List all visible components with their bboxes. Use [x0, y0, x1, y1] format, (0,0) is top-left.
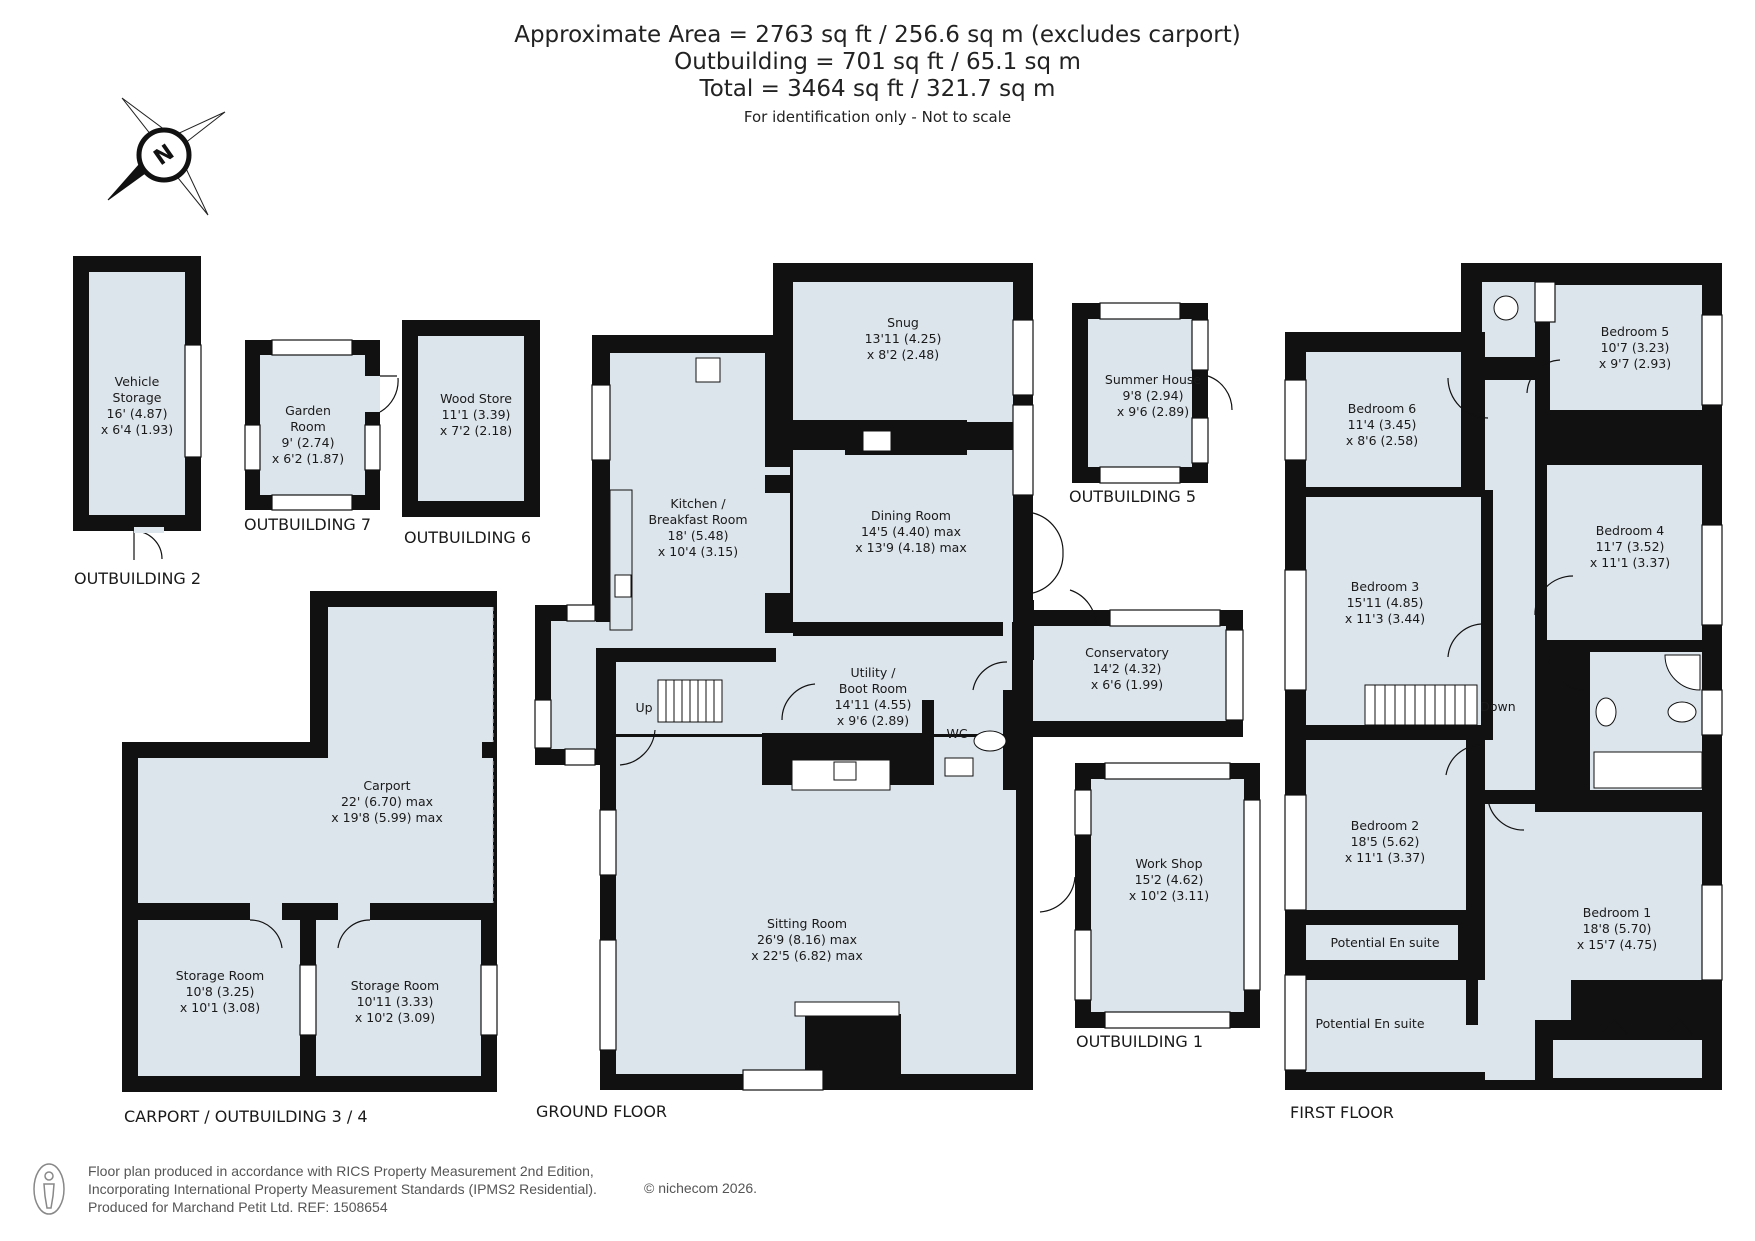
- person-logo-icon: [33, 1163, 65, 1215]
- caption-outbuilding-7: OUTBUILDING 7: [244, 515, 371, 534]
- footer-credits: Floor plan produced in accordance with R…: [88, 1162, 597, 1216]
- footer-line-2: Incorporating International Property Mea…: [88, 1181, 597, 1197]
- compass-rose: N: [107, 97, 226, 216]
- disclaimer-text: For identification only - Not to scale: [743, 108, 1012, 126]
- caption-outbuilding-6: OUTBUILDING 6: [404, 528, 531, 547]
- area-total-text: Total = 3464 sq ft / 321.7 sq m: [699, 76, 1056, 102]
- ground-floor-staircase: [657, 679, 723, 723]
- first-floor-staircase: [1364, 684, 1478, 726]
- stairs-down-label: Down: [1480, 699, 1515, 714]
- area-outbuilding-text: Outbuilding = 701 sq ft / 65.1 sq m: [674, 49, 1081, 75]
- footer-copyright: © nichecom 2026.: [644, 1180, 758, 1196]
- footer-line-1: Floor plan produced in accordance with R…: [88, 1163, 594, 1179]
- caption-carport-outbuilding-3-4: CARPORT / OUTBUILDING 3 / 4: [124, 1107, 368, 1126]
- caption-outbuilding-1: OUTBUILDING 1: [1076, 1032, 1203, 1051]
- compass-ring: [136, 127, 192, 183]
- caption-ground-floor: GROUND FLOOR: [536, 1102, 667, 1121]
- stairs-up-label: Up: [635, 700, 652, 715]
- area-main-text: Approximate Area = 2763 sq ft / 256.6 sq…: [514, 22, 1241, 48]
- room-label-wc: WC: [946, 726, 967, 741]
- footer-line-3: Produced for Marchand Petit Ltd. REF: 15…: [88, 1199, 388, 1215]
- caption-outbuilding-2: OUTBUILDING 2: [74, 569, 201, 588]
- room-label-potential-en-suite-2: Potential En suite: [1315, 1016, 1424, 1031]
- caption-outbuilding-5: OUTBUILDING 5: [1069, 487, 1196, 506]
- room-label-potential-en-suite-1: Potential En suite: [1330, 935, 1439, 950]
- caption-first-floor: FIRST FLOOR: [1290, 1103, 1394, 1122]
